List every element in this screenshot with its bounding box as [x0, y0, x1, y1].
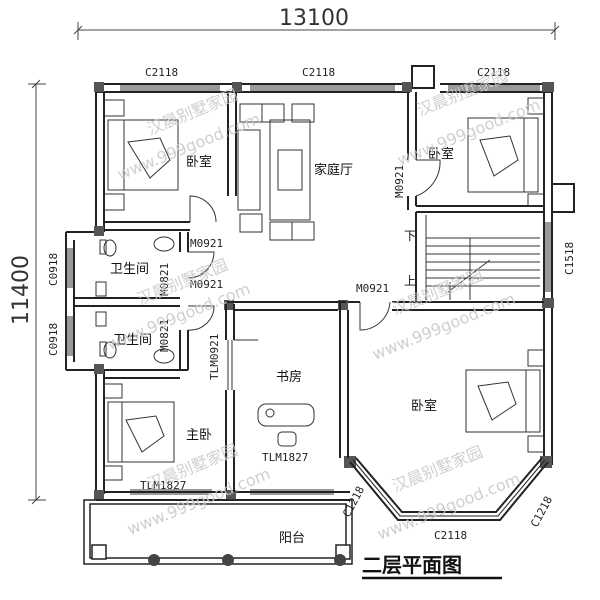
dimension-height-label: 11400 [9, 255, 34, 325]
bed-master [103, 383, 175, 481]
windows [67, 85, 551, 356]
window-label-top-mid: C2118 [302, 66, 335, 79]
dimension-width-label: 13100 [279, 6, 349, 31]
window-label-bay-right: C1218 [528, 494, 555, 529]
door-label-bath-1: M0821 [158, 263, 171, 296]
door-label-master-balcony: TLM1827 [140, 479, 186, 492]
room-bathroom-2: 卫生间 [113, 333, 152, 348]
bathroom-fixtures [95, 236, 175, 364]
structural-columns [94, 82, 554, 500]
side-box [551, 183, 575, 213]
room-bathroom-1: 卫生间 [110, 262, 149, 277]
door-label-bath-2: M0821 [158, 319, 171, 352]
study-desk [257, 403, 315, 447]
window-label-top-right: C2118 [477, 66, 510, 79]
door-label-study-bottom: TLM1827 [262, 451, 308, 464]
bed-nw [103, 99, 179, 211]
window-label-bay-bottom: C2118 [434, 529, 467, 542]
sliding-doors [130, 340, 334, 495]
door-label-bedroom-nw: M0921 [190, 237, 223, 250]
window-label-bay-left: C1218 [340, 484, 367, 519]
flue-box [411, 65, 435, 89]
door-swings [187, 159, 441, 341]
room-family-hall: 家庭厅 [314, 162, 353, 178]
balcony-columns [148, 554, 346, 566]
room-bedroom-se: 卧室 [411, 398, 437, 414]
balcony [83, 499, 353, 565]
room-bedroom-ne: 卧室 [428, 146, 454, 162]
bed-se [465, 349, 545, 453]
dimension-left [28, 79, 46, 505]
room-bedroom-nw: 卧室 [186, 154, 212, 170]
door-label-bedroom-se: M0921 [356, 282, 389, 295]
window-label-top-left: C2118 [145, 66, 178, 79]
staircase [425, 215, 540, 300]
window-label-stair: C1518 [563, 242, 576, 275]
plan-title: 二层平面图 [362, 553, 462, 577]
room-study: 书房 [276, 369, 302, 385]
room-master-bedroom: 主卧 [186, 428, 212, 443]
door-label-study-side: TLM0921 [208, 334, 221, 380]
family-hall-sofa-set [237, 103, 315, 241]
watermark: 汉晨别墅家园 www.999good.com 汉晨别墅家园 www.999goo… [104, 66, 543, 544]
stair-down-label: 下 [404, 229, 416, 243]
stair-up-label: 上 [404, 274, 416, 288]
interior-walls [74, 92, 544, 492]
window-label-bath-1: C0918 [47, 253, 60, 286]
door-label-bath-1-vertical: M0921 [190, 278, 223, 291]
window-label-bath-2: C0918 [47, 323, 60, 356]
bay-window [349, 457, 549, 521]
room-balcony: 阳台 [279, 531, 305, 546]
dimension-top [73, 22, 560, 40]
bed-ne [467, 97, 545, 207]
door-label-bedroom-ne: M0921 [393, 165, 406, 198]
